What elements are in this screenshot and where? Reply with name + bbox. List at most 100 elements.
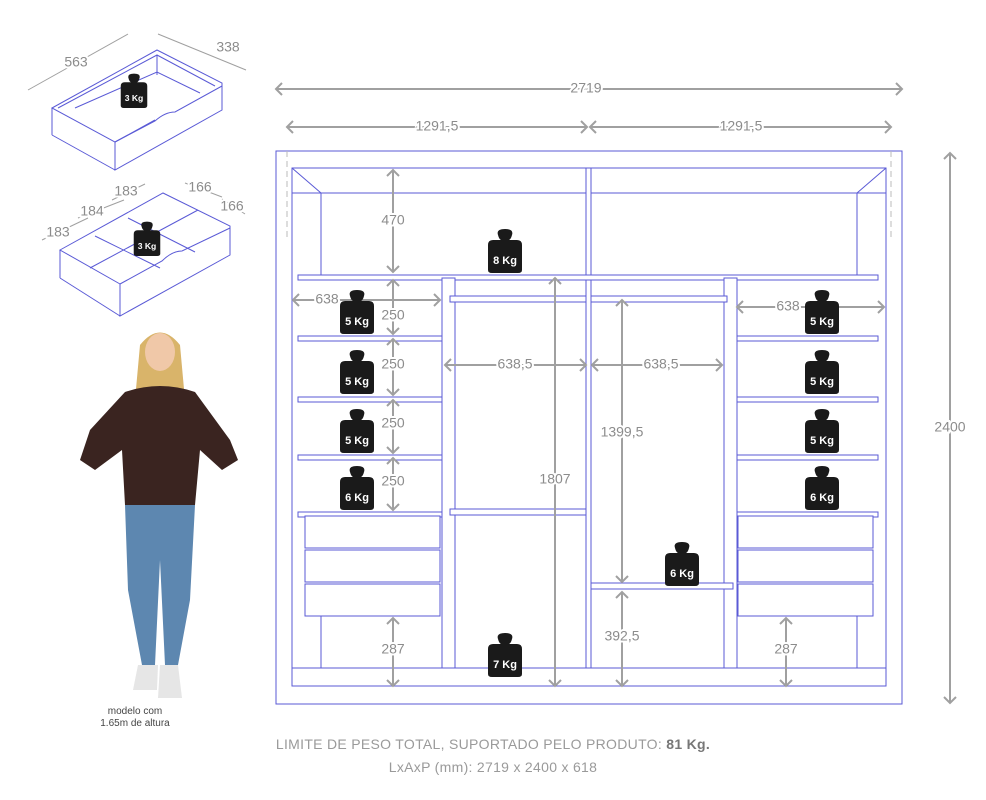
dimension-label: 392,5 bbox=[604, 628, 639, 644]
arrow-down-icon bbox=[386, 503, 400, 512]
weight-label: 8 Kg bbox=[493, 255, 517, 267]
arrow-left-icon bbox=[590, 358, 599, 372]
shelf-left bbox=[297, 396, 443, 403]
wardrobe-structure bbox=[275, 150, 903, 705]
arrow-down-icon bbox=[386, 388, 400, 397]
dimension-16: 287 bbox=[379, 616, 407, 688]
arrow-right-icon bbox=[877, 300, 886, 314]
product-dimensions-text: LxAxP (mm): 2719 x 2400 x 618 bbox=[388, 759, 598, 775]
dimension-9: 250 bbox=[379, 456, 407, 512]
dimension-2: 1291,5 bbox=[588, 116, 893, 136]
dimension-label: 287 bbox=[774, 641, 798, 657]
dimension-13: 1807 bbox=[537, 276, 573, 688]
weight-label: 5 Kg bbox=[810, 376, 834, 388]
weight-limit-label: LIMITE DE PESO TOTAL, SUPORTADO PELO PRO… bbox=[275, 736, 663, 752]
weight-label: 6 Kg bbox=[810, 492, 834, 504]
arrow-right-icon bbox=[580, 120, 589, 134]
weight-icon: 3 Kg bbox=[120, 73, 148, 108]
dimension-label: 638 bbox=[315, 291, 339, 307]
drawer-dimension-label: 183 bbox=[46, 224, 70, 240]
weight-icon: 6 Kg bbox=[665, 542, 699, 586]
weight-label: 6 Kg bbox=[670, 568, 694, 580]
dimension-1: 1291,5 bbox=[285, 116, 589, 136]
weight-icon: 8 Kg bbox=[488, 229, 522, 273]
weight-limit-text: LIMITE DE PESO TOTAL, SUPORTADO PELO PRO… bbox=[0, 736, 986, 752]
weight-icon: 5 Kg bbox=[340, 409, 374, 453]
dimension-label: 638,5 bbox=[643, 356, 678, 372]
arrow-down-icon bbox=[386, 446, 400, 455]
weight-label: 5 Kg bbox=[345, 316, 369, 328]
arrow-left-icon bbox=[274, 82, 283, 96]
arrow-left-icon bbox=[285, 120, 294, 134]
dimension-17: 287 bbox=[772, 616, 800, 688]
model-caption-line1: modelo com bbox=[107, 706, 163, 717]
dimension-label: 1807 bbox=[539, 471, 570, 487]
arrow-left-icon bbox=[588, 120, 597, 134]
arrow-left-icon bbox=[735, 300, 744, 314]
weight-label: 5 Kg bbox=[810, 435, 834, 447]
weight-label: 7 Kg bbox=[493, 659, 517, 671]
drawer-dimension-label: 183 bbox=[114, 183, 138, 199]
arrow-up-icon bbox=[548, 276, 562, 285]
weight-icon: 5 Kg bbox=[805, 290, 839, 334]
dimension-label: 1291,5 bbox=[720, 118, 763, 134]
arrow-right-icon bbox=[884, 120, 893, 134]
dimension-12: 638,5 bbox=[590, 354, 724, 374]
dimension-3: 2400 bbox=[932, 151, 968, 705]
arrow-up-icon bbox=[386, 456, 400, 465]
arrow-up-icon bbox=[615, 298, 629, 307]
arrow-down-icon bbox=[548, 679, 562, 688]
dimension-label: 250 bbox=[381, 415, 405, 431]
weight-icon: 5 Kg bbox=[805, 409, 839, 453]
arrow-right-icon bbox=[715, 358, 724, 372]
dimension-label: 470 bbox=[381, 212, 405, 228]
weight-icon: 5 Kg bbox=[340, 290, 374, 334]
weight-label: 3 Kg bbox=[138, 241, 157, 251]
dimension-label: 250 bbox=[381, 307, 405, 323]
arrow-left-icon bbox=[443, 358, 452, 372]
dimension-11: 638,5 bbox=[443, 354, 588, 374]
shelf-right bbox=[736, 454, 879, 461]
arrow-right-icon bbox=[579, 358, 588, 372]
dimension-label: 287 bbox=[381, 641, 405, 657]
weight-label: 5 Kg bbox=[345, 435, 369, 447]
weight-icons: 8 Kg 5 Kg 5 Kg 5 Kg 6 Kg 5 Kg 5 Kg 5 Kg 6 Kg 6 Kg… bbox=[120, 73, 839, 677]
drawer-dimension-label: 166 bbox=[188, 179, 212, 195]
dimension-8: 250 bbox=[379, 398, 407, 455]
weight-icon: 7 Kg bbox=[488, 633, 522, 677]
dimension-7: 250 bbox=[379, 337, 407, 397]
dimension-label: 638 bbox=[776, 298, 800, 314]
arrow-down-icon bbox=[943, 696, 957, 705]
shelf-left bbox=[297, 454, 443, 461]
dimension-6: 250 bbox=[379, 278, 407, 336]
dimension-label: 2719 bbox=[570, 80, 601, 96]
dimension-5: 638 bbox=[291, 289, 442, 309]
shelf-right bbox=[736, 335, 879, 342]
arrow-up-icon bbox=[386, 168, 400, 177]
weight-label: 3 Kg bbox=[125, 93, 144, 103]
weight-icon: 6 Kg bbox=[805, 466, 839, 510]
weight-label: 6 Kg bbox=[345, 492, 369, 504]
weight-label: 5 Kg bbox=[810, 316, 834, 328]
arrow-up-icon bbox=[386, 616, 400, 625]
dimension-lines: 2719 1291,5 1291,5 2400 470 638 250 250 250 250 63… bbox=[274, 78, 968, 705]
arrow-up-icon bbox=[615, 590, 629, 599]
dimension-label: 250 bbox=[381, 473, 405, 489]
arrow-down-icon bbox=[615, 679, 629, 688]
arrow-right-icon bbox=[895, 82, 904, 96]
weight-icon: 5 Kg bbox=[340, 350, 374, 394]
model-caption: modelo com 1.65m de altura bbox=[60, 706, 210, 730]
weight-label: 5 Kg bbox=[345, 376, 369, 388]
arrow-down-icon bbox=[386, 327, 400, 336]
arrow-up-icon bbox=[779, 616, 793, 625]
dimension-label: 1399,5 bbox=[601, 424, 644, 440]
arrow-up-icon bbox=[943, 151, 957, 160]
drawer-single-drawing bbox=[27, 33, 247, 171]
dimension-15: 392,5 bbox=[602, 590, 642, 688]
arrow-up-icon bbox=[386, 337, 400, 346]
shelf-right bbox=[736, 396, 879, 403]
weight-icon: 6 Kg bbox=[340, 466, 374, 510]
weight-icon: 5 Kg bbox=[805, 350, 839, 394]
arrow-up-icon bbox=[386, 278, 400, 287]
